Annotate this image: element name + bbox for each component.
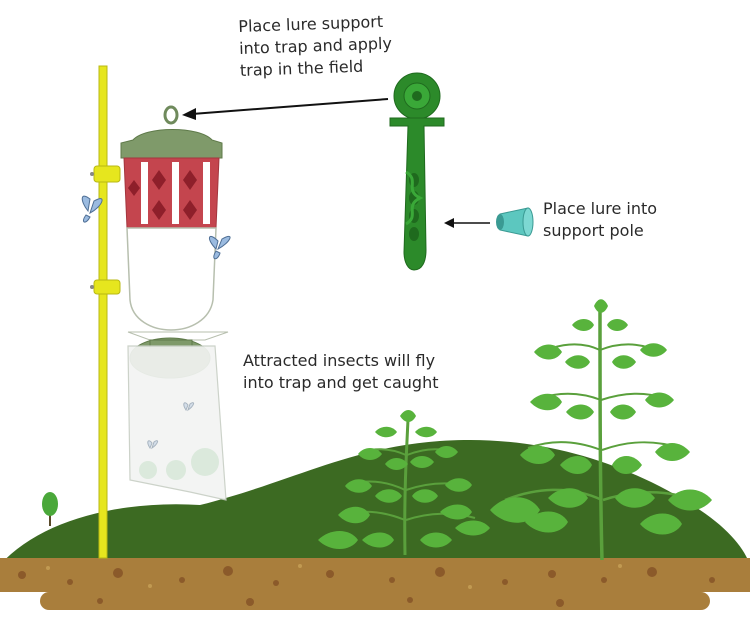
annotation-place-trap: Place lure support into trap and apply t…	[238, 11, 393, 82]
annotation-line: Place lure into	[543, 199, 658, 218]
butterfly-icon	[183, 402, 195, 412]
annotation-insects: Attracted insects will fly into trap and…	[243, 350, 439, 394]
butterfly-icon	[81, 195, 103, 223]
lure-icon	[496, 207, 534, 237]
lure-support-icon	[389, 72, 445, 271]
plant-left	[318, 410, 490, 556]
soil-ground	[0, 558, 750, 610]
annotation-line: Attracted insects will fly	[243, 351, 436, 370]
bucket-trap	[120, 105, 229, 501]
annotation-line: support pole	[543, 221, 644, 240]
yellow-pole	[90, 65, 121, 559]
arrow-to-trap	[182, 98, 389, 120]
butterfly-icon	[209, 235, 231, 260]
arrow-to-support	[444, 218, 490, 228]
annotation-line: into trap and get caught	[243, 373, 439, 392]
small-tree	[42, 492, 58, 526]
annotation-place-lure: Place lure into support pole	[543, 198, 657, 242]
butterfly-icon	[147, 440, 159, 450]
plant-right	[490, 299, 712, 561]
hill	[0, 440, 750, 565]
